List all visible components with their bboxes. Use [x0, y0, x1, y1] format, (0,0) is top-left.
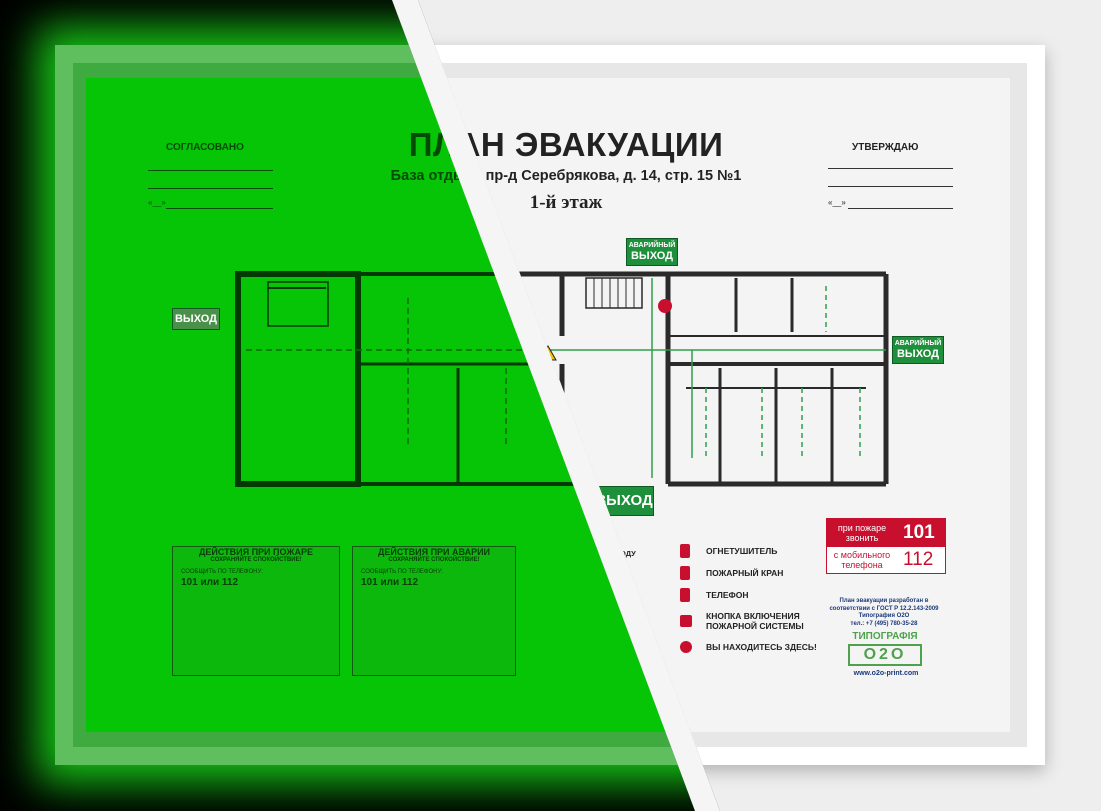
legend-item-extinguisher: ОГНЕТУШИТЕЛЬ — [680, 540, 840, 562]
brand-name: ТИПОГРАФIЯ — [852, 631, 918, 642]
exit-sign-left: ВЫХОД — [172, 308, 220, 330]
warning-icon — [539, 344, 557, 361]
brand-logo: O2O — [848, 644, 922, 666]
fire-actions-box: ДЕЙСТВИЯ ПРИ ПОЖАРЕ СОХРАНЯЙТЕ СПОКОЙСТВ… — [172, 546, 340, 676]
you-are-here-icon — [680, 641, 692, 653]
fire-alarm-button-icon — [680, 615, 692, 627]
phone-icon — [680, 588, 690, 602]
fire-extinguisher-icon — [680, 544, 690, 558]
emergency-actions-box: ДЕЙСТВИЯ ПРИ АВАРИИ СОХРАНЯЙТЕ СПОКОЙСТВ… — [352, 546, 516, 676]
emergency-exit-sign-right: АВАРИЙНЫЙ ВЫХОД — [892, 336, 944, 364]
website-link: www.o2o-print.com — [853, 670, 919, 677]
legend-item-hydrant: ПОЖАРНЫЙ КРАН — [680, 562, 840, 584]
legend-item-you-are-here: ВЫ НАХОДИТЕСЬ ЗДЕСЬ! — [680, 636, 840, 658]
fire-hydrant-icon — [680, 566, 690, 580]
approve-label: УТВЕРЖДАЮ — [852, 142, 919, 153]
gost-note: План эвакуации разработан в соответствии… — [829, 598, 939, 627]
agreed-label: СОГЛАСОВАНО — [166, 142, 244, 153]
you-are-here-marker — [658, 299, 672, 313]
emergency-call-box: при пожаре звонить 101 с мобильного теле… — [826, 518, 946, 574]
